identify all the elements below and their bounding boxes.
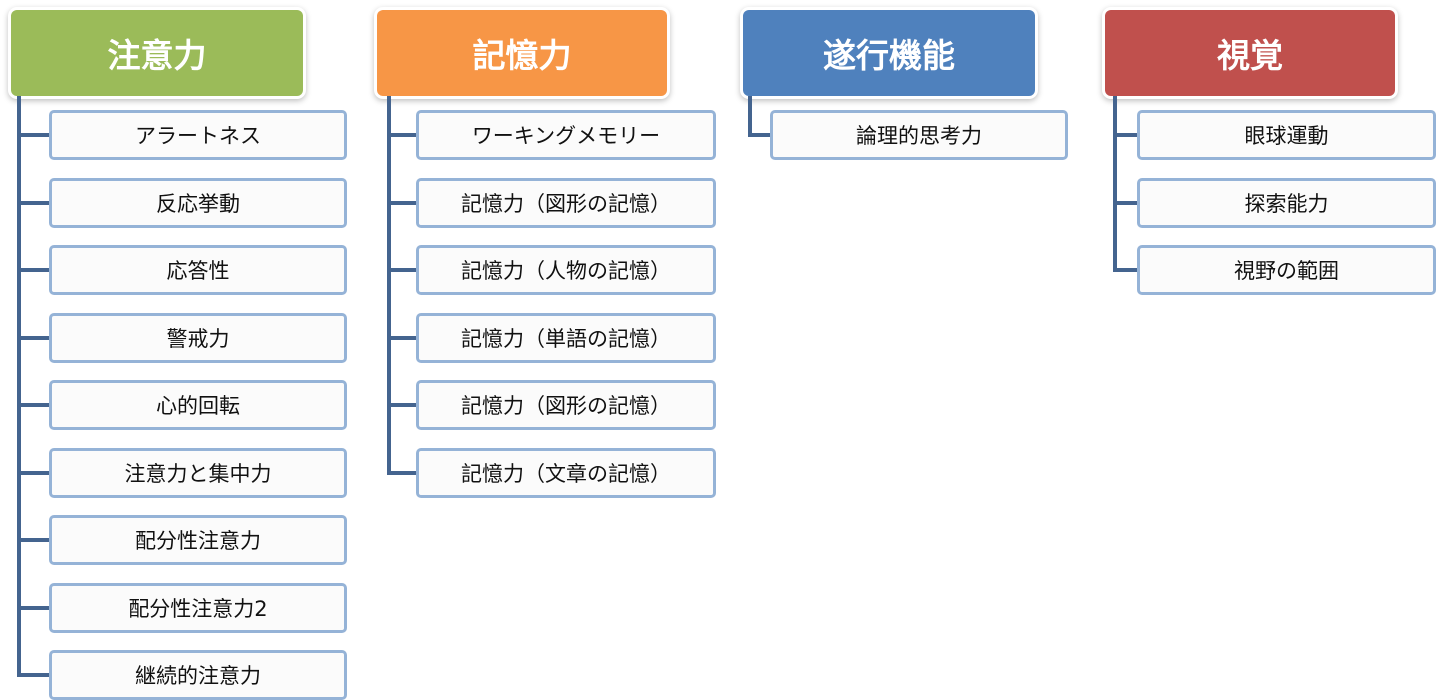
connector-branch: [1113, 201, 1137, 205]
connector-branch: [1113, 133, 1137, 137]
connector-stem: [1113, 96, 1117, 272]
connector-stem: [387, 96, 391, 475]
connector-branch: [1113, 268, 1137, 272]
item-attention-0[interactable]: アラートネス: [49, 110, 347, 160]
connector-branch: [17, 133, 49, 137]
connector-stem: [748, 96, 752, 137]
item-executive-0[interactable]: 論理的思考力: [770, 110, 1068, 160]
item-attention-4[interactable]: 心的回転: [49, 380, 347, 430]
item-attention-5[interactable]: 注意力と集中力: [49, 448, 347, 498]
item-memory-3[interactable]: 記憶力（単語の記憶）: [416, 313, 716, 363]
connector-branch: [17, 201, 49, 205]
item-memory-2[interactable]: 記憶力（人物の記憶）: [416, 245, 716, 295]
connector-branch: [17, 673, 49, 677]
item-attention-6[interactable]: 配分性注意力: [49, 515, 347, 565]
connector-branch: [17, 538, 49, 542]
connector-branch: [17, 268, 49, 272]
item-memory-0[interactable]: ワーキングメモリー: [416, 110, 716, 160]
connector-branch: [387, 201, 416, 205]
connector-branch: [387, 403, 416, 407]
connector-branch: [17, 471, 49, 475]
connector-branch: [17, 403, 49, 407]
item-vision-2[interactable]: 視野の範囲: [1137, 245, 1436, 295]
category-header-vision[interactable]: 視覚: [1105, 10, 1395, 96]
item-memory-1[interactable]: 記憶力（図形の記憶）: [416, 178, 716, 228]
connector-branch: [387, 268, 416, 272]
item-memory-4[interactable]: 記憶力（図形の記憶）: [416, 380, 716, 430]
category-header-memory[interactable]: 記憶力: [377, 10, 667, 96]
item-vision-0[interactable]: 眼球運動: [1137, 110, 1436, 160]
item-attention-3[interactable]: 警戒力: [49, 313, 347, 363]
item-vision-1[interactable]: 探索能力: [1137, 178, 1436, 228]
connector-branch: [387, 133, 416, 137]
connector-branch: [387, 471, 416, 475]
connector-branch: [17, 336, 49, 340]
item-memory-5[interactable]: 記憶力（文章の記憶）: [416, 448, 716, 498]
item-attention-2[interactable]: 応答性: [49, 245, 347, 295]
item-attention-7[interactable]: 配分性注意力2: [49, 583, 347, 633]
item-attention-8[interactable]: 継続的注意力: [49, 650, 347, 700]
connector-stem: [17, 96, 21, 677]
connector-branch: [17, 606, 49, 610]
connector-branch: [387, 336, 416, 340]
connector-branch: [748, 133, 770, 137]
category-header-executive[interactable]: 遂行機能: [743, 10, 1035, 96]
item-attention-1[interactable]: 反応挙動: [49, 178, 347, 228]
category-header-attention[interactable]: 注意力: [11, 10, 303, 96]
